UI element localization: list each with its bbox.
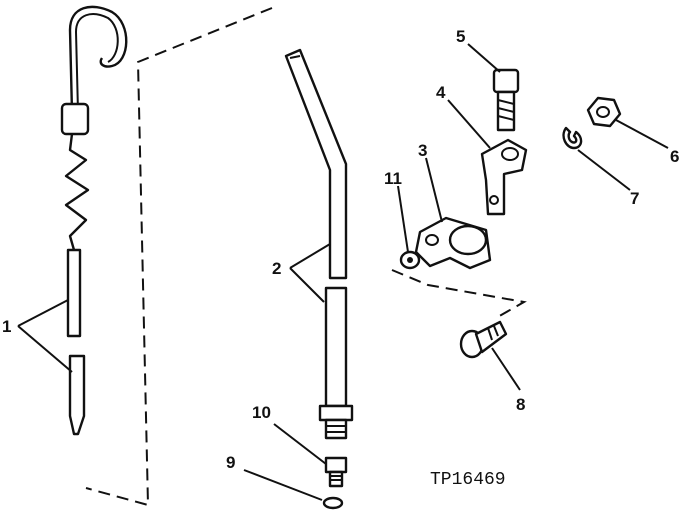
callout-8: 8 xyxy=(516,395,525,414)
callout-1: 1 xyxy=(2,317,11,336)
nut-part-6 xyxy=(586,96,622,128)
callout-3: 3 xyxy=(418,141,427,160)
callout-11: 11 xyxy=(384,169,402,188)
bolt-part-8 xyxy=(459,320,508,359)
bolt-part-5 xyxy=(492,68,520,132)
lock-washer-part-7 xyxy=(562,126,583,150)
dipstick-part-1 xyxy=(60,5,128,436)
callout-5: 5 xyxy=(456,27,465,46)
dashed-line-dipstick-to-tube xyxy=(85,7,273,507)
o-ring-part-9 xyxy=(322,496,344,510)
washer-part-11 xyxy=(399,250,421,270)
leader-lines xyxy=(17,43,669,501)
bracket-part-4 xyxy=(480,138,528,216)
adapter-fitting-part-10 xyxy=(324,456,348,488)
dipstick-tube-part-2 xyxy=(284,48,354,440)
reference-code: TP16469 xyxy=(430,470,506,490)
callout-4: 4 xyxy=(436,83,446,102)
callout-2: 2 xyxy=(272,259,281,278)
clamp-part-3 xyxy=(414,216,492,270)
callout-6: 6 xyxy=(670,147,679,166)
dashed-line-bracket-to-bolt xyxy=(391,269,527,319)
callout-7: 7 xyxy=(630,189,639,208)
callout-10: 10 xyxy=(252,403,271,422)
callout-9: 9 xyxy=(226,453,235,472)
